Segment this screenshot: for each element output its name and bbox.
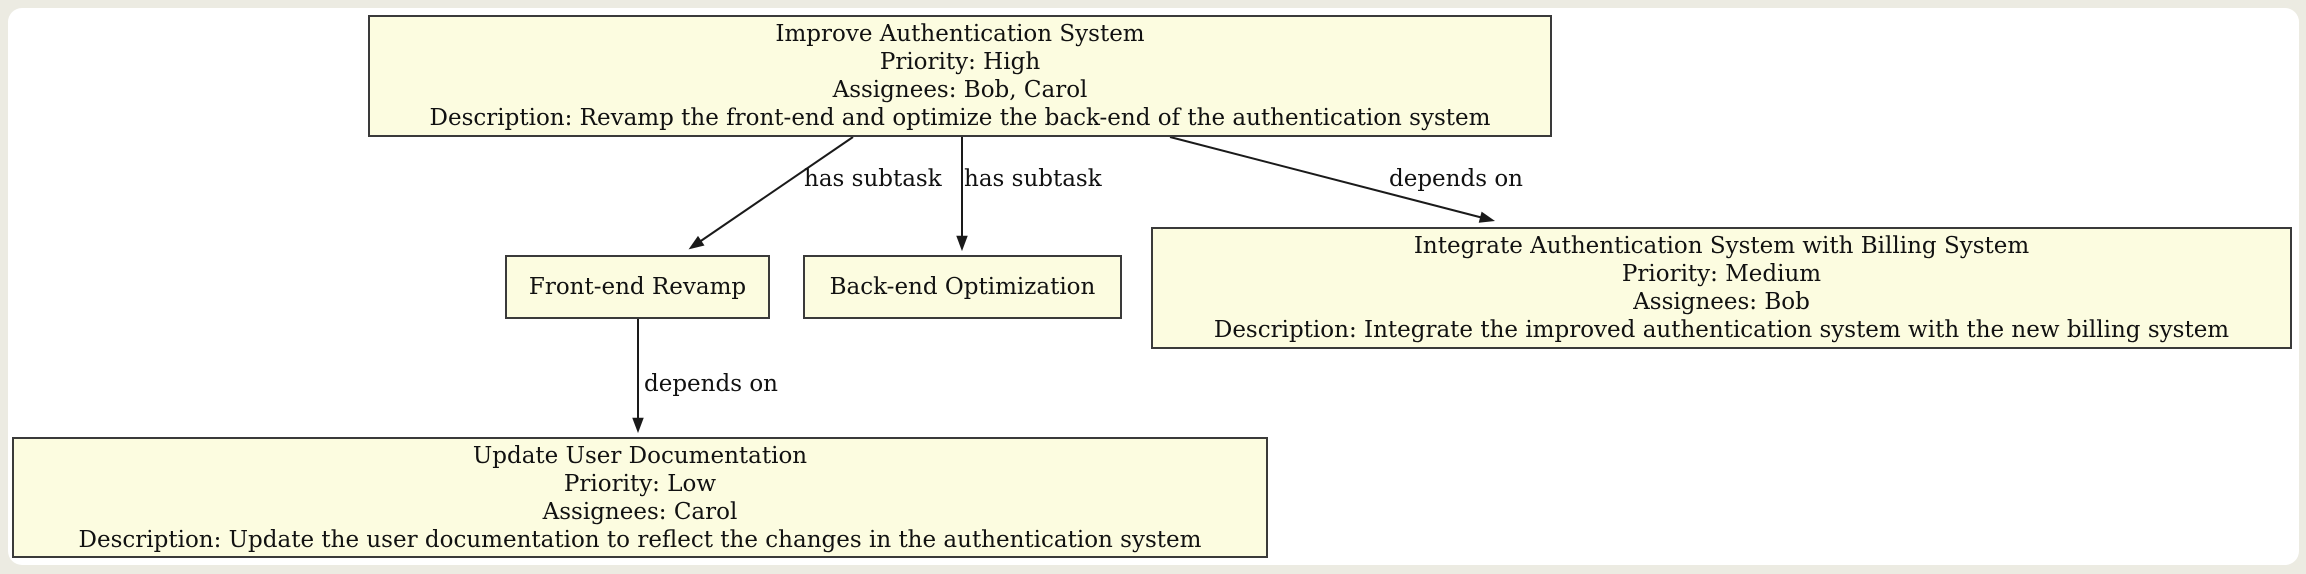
- node-improve-authentication-system: Improve Authentication System Priority: …: [368, 15, 1552, 137]
- node-integrate-authentication-billing: Integrate Authentication System with Bil…: [1151, 227, 2292, 349]
- node-description: Description: Integrate the improved auth…: [1213, 317, 2230, 343]
- node-back-end-optimization: Back-end Optimization: [803, 255, 1122, 319]
- node-title: Update User Documentation: [472, 442, 808, 469]
- node-assignees: Assignees: Bob, Carol: [832, 77, 1088, 103]
- node-title: Back-end Optimization: [829, 274, 1096, 300]
- edge-label-depends-on-docs: depends on: [644, 371, 778, 397]
- node-priority: Priority: Low: [563, 470, 717, 497]
- node-title: Front-end Revamp: [528, 274, 747, 300]
- node-assignees: Assignees: Bob: [1633, 289, 1810, 315]
- node-priority: Priority: Medium: [1621, 261, 1822, 287]
- node-assignees: Assignees: Carol: [542, 498, 738, 525]
- node-title: Integrate Authentication System with Bil…: [1413, 233, 2030, 259]
- node-description: Description: Update the user documentati…: [78, 526, 1202, 553]
- edge-label-depends-on-integrate: depends on: [1389, 166, 1523, 192]
- node-update-user-documentation: Update User Documentation Priority: Low …: [12, 437, 1268, 558]
- edge-label-has-subtask-frontend: has subtask: [804, 166, 942, 192]
- node-title: Improve Authentication System: [775, 21, 1145, 47]
- node-priority: Priority: High: [879, 49, 1041, 75]
- edge-label-has-subtask-backend: has subtask: [964, 166, 1102, 192]
- node-front-end-revamp: Front-end Revamp: [505, 255, 770, 319]
- node-description: Description: Revamp the front-end and op…: [429, 105, 1491, 131]
